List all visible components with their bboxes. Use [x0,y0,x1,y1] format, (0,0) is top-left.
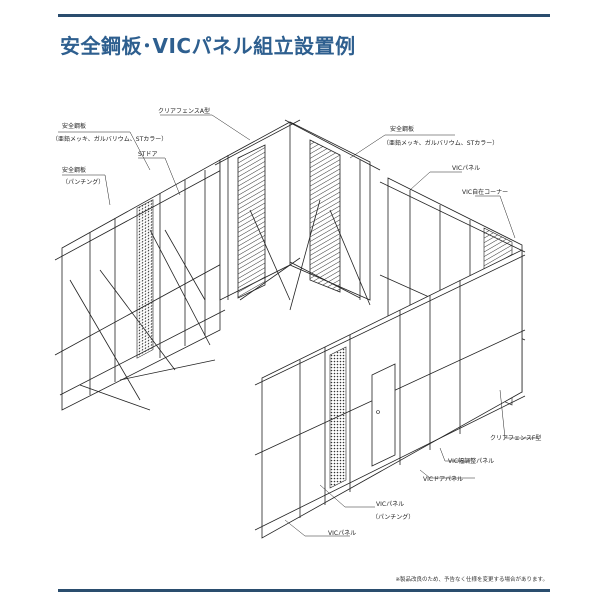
label-vic-panel-punch: VICパネル [376,501,404,508]
clear-fence-a-corner [214,119,381,311]
vic-door [371,363,396,467]
label-steel-plate-punch-sub: （パンチング） [62,178,104,186]
label-steel-plate-left-sub: （亜鉛メッキ、ガルバリウム、STカラー） [52,135,167,143]
punching-panel-left [136,199,154,359]
label-st-door: STドア [138,151,157,158]
label-steel-plate-right: 安全鋼板 [390,125,414,133]
label-vic-panel-bottom: VICパネル [328,530,356,537]
label-clear-fence-f: クリアフェンスF型 [490,434,541,442]
label-vic-corner: VIC自在コーナー [462,188,508,196]
punching-panel-front [329,346,347,489]
label-steel-plate-punch: 安全鋼板 [62,166,86,174]
door-knob-icon [376,410,380,414]
bottom-rule [58,589,550,592]
label-vic-panel-punch-sub: （パンチング） [372,513,414,521]
page-title: 安全鋼板･VICパネル組立設置例 [60,34,356,58]
top-rule [58,14,550,17]
leader-lines [58,114,538,537]
label-steel-plate-left: 安全鋼板 [62,122,86,130]
label-vic-panel-top: VICパネル [452,165,480,172]
label-clear-fence-a: クリアフェンスA型 [158,107,210,115]
disclaimer-note: ※製品改良のため、予告なく仕様を変更する場合があります。 [395,577,548,583]
callout-labels: クリアフェンスA型 安全鋼板 （亜鉛メッキ、ガルバリウム、STカラー） STドア… [52,107,541,537]
label-vic-door-panel: VICドアパネル [423,476,463,483]
label-steel-plate-right-sub: （亜鉛メッキ、ガルバリウム、STカラー） [383,139,498,147]
label-vic-width-adjust: VIC幅調整パネル [448,457,494,465]
